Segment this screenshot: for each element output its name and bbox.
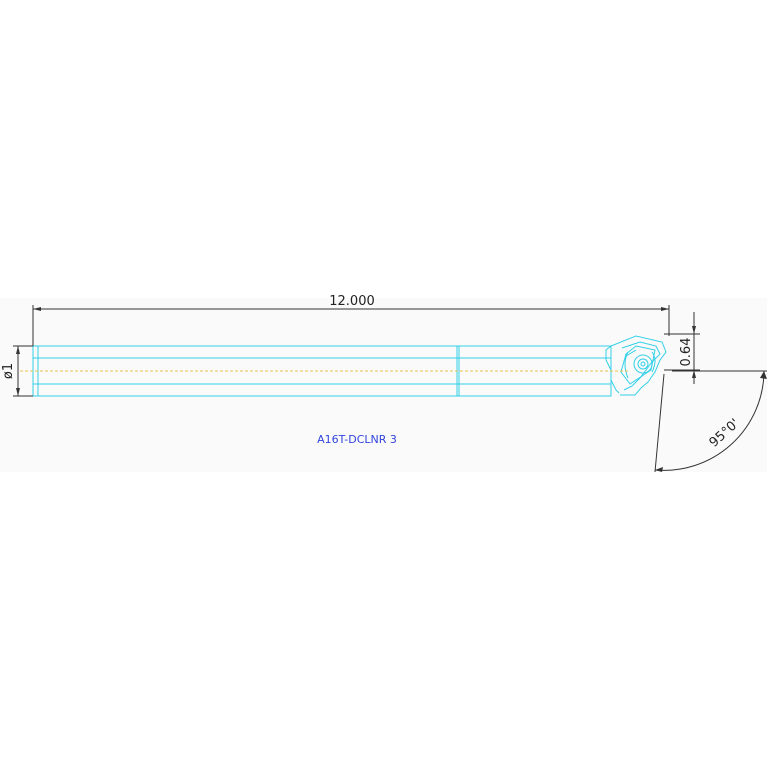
offset-dimension-text: 0.64	[679, 338, 694, 367]
offset-dimension	[664, 312, 700, 384]
insert-screw-inner	[637, 358, 649, 370]
angle-arrow-start	[655, 467, 663, 472]
offset-arrow-top	[692, 326, 696, 334]
diameter-dimension	[13, 345, 33, 397]
head-taper-outline	[605, 345, 620, 394]
length-dimension	[32, 305, 670, 346]
part-label: A16T-DCLNR 3	[317, 433, 397, 446]
offset-arrow-bottom	[692, 370, 696, 378]
diameter-dimension-text: ø1	[1, 363, 16, 379]
diameter-arrow-top	[16, 346, 20, 354]
insert-outline	[620, 345, 656, 385]
insert-screw-outer	[633, 354, 653, 374]
angle-arrow-end	[760, 371, 767, 379]
insert-edge-detail	[625, 349, 637, 357]
drawing-panel	[0, 298, 767, 472]
length-dimension-text: 12.000	[329, 294, 375, 309]
insert-screw-core	[640, 361, 646, 367]
head-outline	[610, 335, 667, 396]
angle-extension-edge	[654, 373, 665, 473]
length-arrow-left	[33, 307, 41, 311]
insert-clamp-detail	[624, 351, 656, 379]
diameter-arrow-bottom	[16, 388, 20, 396]
angle-dimension	[654, 370, 767, 473]
angle-arc	[654, 370, 765, 471]
length-arrow-right	[661, 307, 669, 311]
